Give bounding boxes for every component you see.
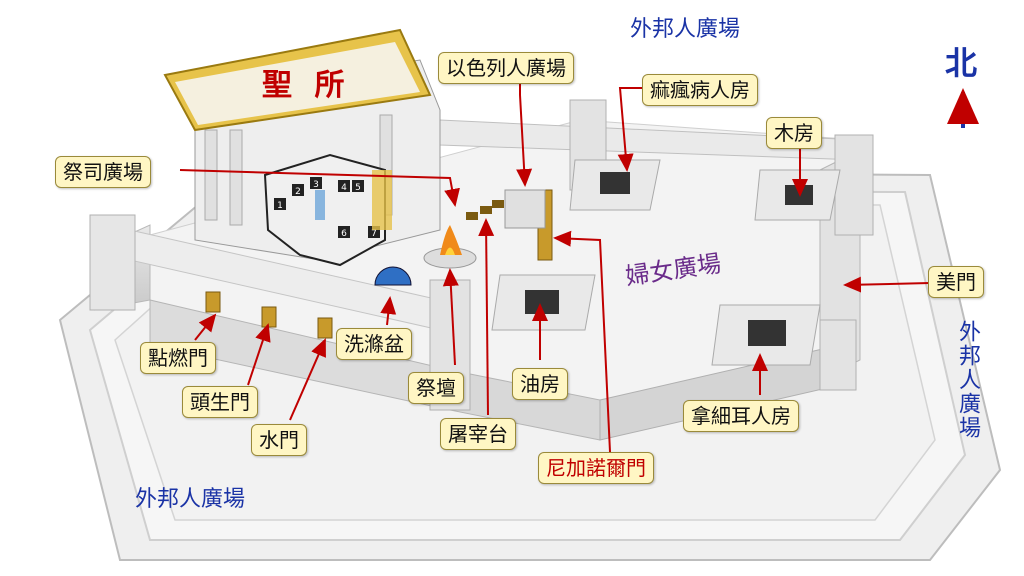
label-beautiful-gate: 美門 [928, 266, 984, 298]
label-altar: 祭壇 [408, 372, 464, 404]
label-slaughter-place: 屠宰台 [440, 418, 516, 450]
north-indicator: 北 [945, 44, 978, 82]
gentiles-court-right-label: 外邦人廣場 [955, 320, 980, 440]
label-water-gate: 水門 [251, 424, 307, 456]
nicanor-gate-block [504, 189, 546, 229]
label-kindling-gate: 點燃門 [140, 342, 216, 374]
gentiles-court-top-label: 外邦人廣場 [630, 17, 741, 42]
label-nazirite-chamber: 拿細耳人房 [683, 400, 799, 432]
sanctuary-building: 1 2 3 4 5 6 7 [163, 28, 441, 267]
room-number-7: 7 [371, 229, 377, 239]
gentiles-court-bottom-label: 外邦人廣場 [135, 487, 246, 512]
room-number-4: 4 [341, 183, 347, 193]
slaughter-tables [466, 200, 504, 220]
room-number-3: 3 [313, 180, 319, 190]
label-laver: 洗滌盆 [336, 328, 412, 360]
room-number-6: 6 [341, 229, 347, 239]
room-number-1: 1 [277, 201, 283, 211]
pointer-arrows [179, 80, 931, 453]
label-firstborn-gate: 頭生門 [182, 386, 258, 418]
label-wood-chamber: 木房 [766, 117, 822, 149]
label-oil-chamber: 油房 [512, 368, 568, 400]
laver-shape [374, 266, 412, 286]
label-israel-court: 以色列人廣場 [438, 52, 574, 84]
altar-fire [423, 225, 477, 269]
label-nicanor-gate: 尼加諾爾門 [538, 452, 654, 484]
sanctuary-title: 聖 所 [262, 68, 351, 103]
room-number-5: 5 [355, 183, 361, 193]
sanctuary-numbered-rooms: 1 2 3 4 5 6 7 [274, 177, 380, 239]
label-priests-court: 祭司廣場 [55, 156, 151, 188]
room-number-2: 2 [295, 187, 301, 197]
label-leper-chamber: 痲瘋病人房 [642, 74, 758, 106]
